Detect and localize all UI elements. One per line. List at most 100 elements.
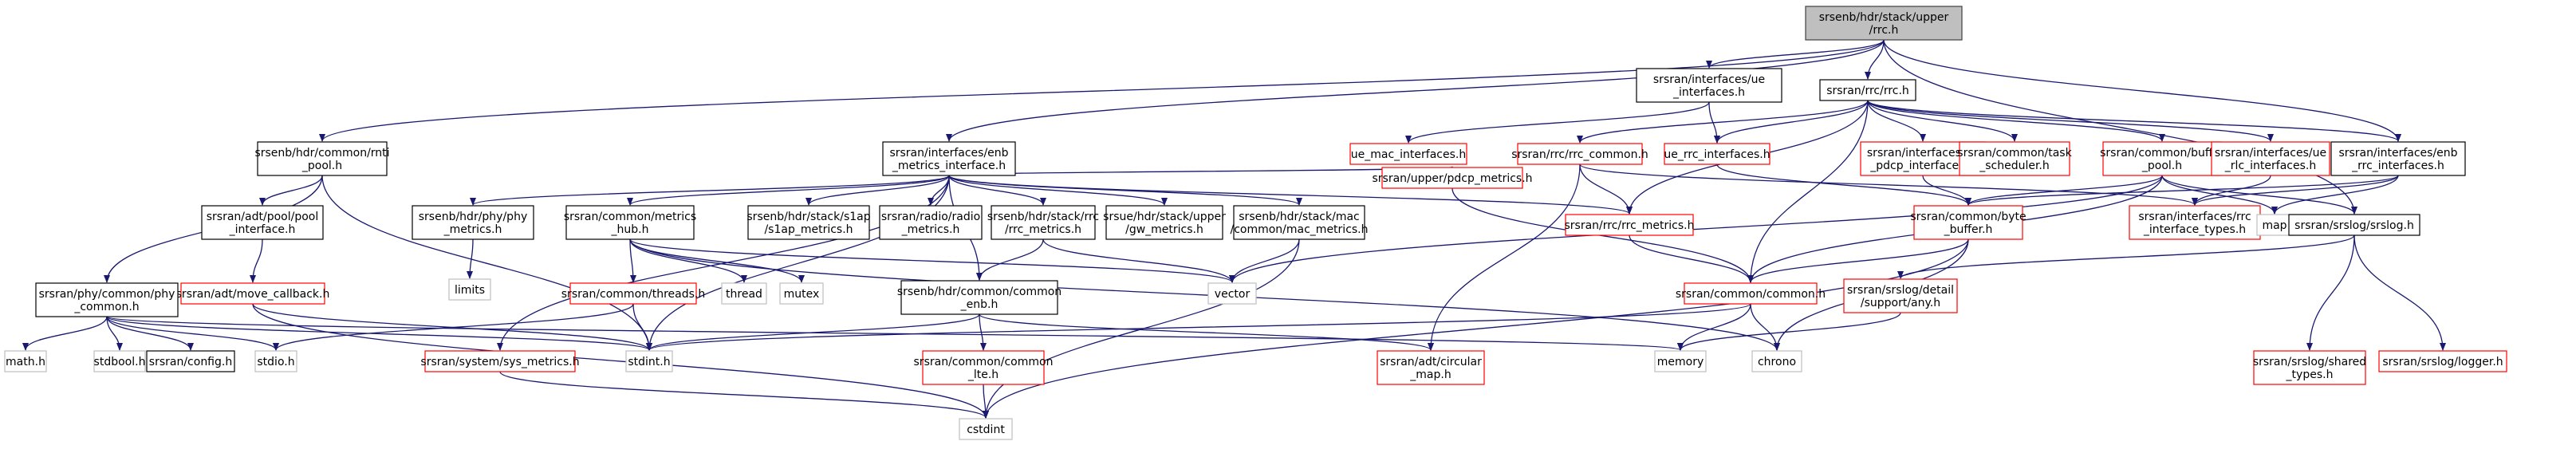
node-logger-h[interactable]: srsran/srslog/logger.h: [2378, 350, 2507, 372]
node-label: srsran/system/sys_metrics.h: [420, 356, 579, 368]
node-phy-metrics[interactable]: srsenb/hdr/phy/phy_metrics.h: [412, 205, 534, 240]
node-box: [2378, 350, 2507, 372]
node-box: [412, 205, 534, 240]
node-threads-h[interactable]: srsran/common/threads.h: [561, 282, 705, 305]
node-task-scheduler[interactable]: srsran/common/task_scheduler.h: [1957, 141, 2073, 176]
node-label: srsran/interfaces/enb: [2338, 147, 2457, 160]
node-box: [565, 205, 695, 240]
node-label: vector: [1215, 288, 1251, 301]
node-label: srsran/interfaces/enb: [889, 147, 1008, 160]
node-label: math.h: [6, 356, 45, 368]
node-box: [2330, 141, 2466, 176]
node-label: srsran/radio/radio: [881, 211, 980, 223]
node-ue-rrc-if[interactable]: ue_rrc_interfaces.h: [1664, 143, 1771, 165]
node-enb-rrc-if[interactable]: srsran/interfaces/enb_rrc_interfaces.h: [2330, 141, 2466, 176]
node-phy-common[interactable]: srsran/phy/common/phy_common.h: [35, 282, 179, 317]
node-detail-any[interactable]: srsran/srslog/detail/support/any.h: [1843, 278, 1958, 313]
node-circular-map[interactable]: srsran/adt/circular_map.h: [1377, 350, 1485, 385]
edge-rrc_h-to-enb_rrc_if: [1867, 100, 2401, 142]
edge-enb_metrics_if-to-s1ap_metrics: [805, 175, 950, 206]
edge-common_h-to-stdint_h: [646, 303, 1751, 351]
node-label: srsran/interfaces/ue: [2215, 147, 2326, 160]
node-radio-metrics[interactable]: srsran/radio/radio_metrics.h: [879, 205, 983, 240]
node-label: stdbool.h: [94, 356, 146, 368]
edge-phy_common-to-stdbool_h: [106, 316, 123, 351]
edge-root-to-srslog_h: [1883, 39, 2357, 215]
node-gw-metrics[interactable]: srsue/hdr/stack/upper/gw_metrics.h: [1103, 205, 1226, 240]
node-config-h[interactable]: srsran/config.h: [146, 350, 235, 372]
node-ue-mac-if[interactable]: ue_mac_interfaces.h: [1349, 143, 1467, 165]
node-label: srsue/hdr/stack/upper: [1103, 211, 1226, 223]
node-label: _scheduler.h: [1979, 160, 2050, 172]
edge-metrics_hub-to-vector: [629, 238, 1235, 283]
node-label: mutex: [784, 288, 820, 301]
node-label: _interface_types.h: [2143, 223, 2246, 236]
node-label: srsran/srslog/srslog.h: [2294, 219, 2414, 232]
node-ue-rlc-if[interactable]: srsran/interfaces/ue_rlc_interfaces.h: [2211, 141, 2330, 176]
node-label: _lte.h: [967, 368, 998, 381]
node-buffer-pool[interactable]: srsran/common/buffer_pool.h: [2100, 141, 2224, 176]
node-common-lte[interactable]: srsran/common/common_lte.h: [914, 350, 1054, 385]
node-label: srsenb/hdr/common/rnti: [254, 147, 389, 160]
node-label: _rlc_interfaces.h: [2224, 160, 2316, 172]
node-label: srsran/adt/pool/pool: [207, 211, 318, 223]
node-move-callback[interactable]: srsran/adt/move_callback.h: [176, 282, 330, 305]
edge-rrc_common-to-circular_map: [1428, 163, 1581, 351]
node-box: [424, 350, 576, 372]
edge-byte_buffer-to-common_h: [1747, 238, 1969, 283]
node-common-enb[interactable]: srsenb/hdr/common/common_enb.h: [897, 280, 1062, 315]
node-cstdint: cstdint: [959, 418, 1013, 440]
node-box: [625, 350, 673, 372]
node-box: [879, 205, 983, 240]
edge-move_callback-to-stdint_h: [252, 303, 652, 351]
edge-rrc_h-to-ue_rlc_if: [1867, 100, 2274, 142]
node-label: srsran/config.h: [149, 356, 232, 368]
node-root[interactable]: srsenb/hdr/stack/upper/rrc.h: [1805, 6, 1963, 41]
node-mac-metrics[interactable]: srsenb/hdr/stack/mac/common/mac_metrics.…: [1230, 205, 1369, 240]
edge-buffer_pool-to-byte_buffer: [1965, 175, 2163, 206]
node-label: _types.h: [2286, 368, 2334, 381]
node-label: srsenb/hdr/common/common: [897, 286, 1062, 298]
node-stdint-h: stdint.h: [625, 350, 673, 372]
node-label: ue_rrc_interfaces.h: [1664, 148, 1770, 161]
node-sys-metrics[interactable]: srsran/system/sys_metrics.h: [420, 350, 580, 372]
node-box: [254, 350, 297, 372]
node-label: srsran/common/threads.h: [561, 288, 705, 301]
node-ue-interfaces[interactable]: srsran/interfaces/ue_interfaces.h: [1636, 68, 1782, 103]
node-pdcp-metrics[interactable]: srsran/upper/pdcp_metrics.h: [1372, 167, 1533, 189]
node-rrc-common[interactable]: srsran/rrc/rrc_common.h: [1511, 143, 1648, 165]
node-rrc-metrics[interactable]: srsran/rrc/rrc_metrics.h: [1565, 214, 1695, 236]
node-box: [900, 280, 1058, 315]
node-label: _rrc_interfaces.h: [2351, 160, 2444, 172]
edge-rrc_h-to-common_h: [1747, 100, 1869, 283]
node-mtl-pool[interactable]: srsenb/hdr/common/rnti_pool.h: [254, 141, 390, 176]
node-srslog-h[interactable]: srsran/srslog/srslog.h: [2288, 214, 2420, 236]
node-label: srsran/common/buffer: [2100, 147, 2224, 160]
node-label: srsran/interfaces/rrc: [2138, 211, 2251, 223]
node-rrc-metrics-enb[interactable]: srsenb/hdr/stack/rrc/rrc_metrics.h: [987, 205, 1099, 240]
node-label: memory: [1657, 356, 1704, 368]
node-shared-types[interactable]: srsran/srslog/shared_types.h: [2253, 350, 2366, 385]
node-box: [1349, 143, 1467, 165]
node-rrc-if-types[interactable]: srsran/interfaces/rrc_interface_types.h: [2129, 205, 2261, 240]
node-pool-interface[interactable]: srsran/adt/pool/pool_interface.h: [201, 205, 324, 240]
edge-srslog_h-to-detail_any: [1897, 234, 2355, 279]
node-enb-metrics-if[interactable]: srsran/interfaces/enb_metrics_interface.…: [882, 141, 1016, 176]
edge-pool_interface-to-move_callback: [250, 238, 263, 283]
edge-metrics_hub-to-thread: [629, 238, 747, 283]
edge-enb_metrics_if-to-sys_metrics: [497, 175, 950, 351]
node-s1ap-metrics[interactable]: srsenb/hdr/stack/s1ap/s1ap_metrics.h: [746, 205, 871, 240]
node-box: [1381, 167, 1523, 189]
node-metrics-hub[interactable]: srsran/common/metrics_hub.h: [564, 205, 696, 240]
node-common-h[interactable]: srsran/common/common.h: [1676, 282, 1826, 305]
edge-ue_rrc_if-to-byte_buffer: [1716, 163, 1971, 206]
node-byte-buffer[interactable]: srsran/common/byte_buffer.h: [1910, 205, 2027, 240]
node-label: srsran/rrc/rrc_common.h: [1511, 148, 1648, 161]
node-box: [2129, 205, 2261, 240]
node-rrc-h[interactable]: srsran/rrc/rrc.h: [1819, 79, 1916, 101]
node-label: srsran/phy/common/phy: [39, 288, 175, 301]
node-box: [1517, 143, 1643, 165]
node-label: /support/any.h: [1861, 297, 1940, 309]
node-label: /common/mac_metrics.h: [1230, 223, 1368, 236]
